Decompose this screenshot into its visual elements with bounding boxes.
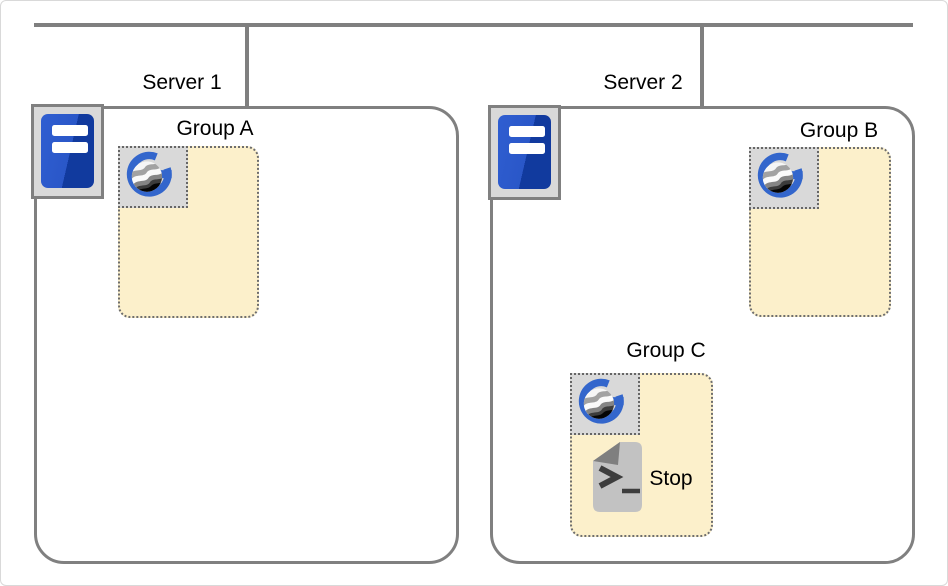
group-c-label: Group C — [626, 339, 706, 362]
group-b-label: Group B — [799, 119, 879, 142]
g-globe-app-icon — [749, 147, 819, 209]
server-icon — [488, 105, 561, 200]
server-chassis — [498, 115, 551, 189]
server-icon — [31, 104, 104, 199]
script-file-icon — [593, 442, 642, 512]
server-2-connector-line — [700, 25, 704, 107]
stop-script-label: Stop — [649, 467, 693, 490]
server-icon-slot — [509, 143, 545, 154]
g-globe-app-icon — [118, 146, 188, 208]
server-icon-slot — [52, 142, 88, 153]
server-icon-slot — [509, 126, 545, 137]
network-bus-line — [34, 23, 913, 27]
group-a-label: Group A — [176, 117, 254, 140]
g-globe-app-icon — [570, 373, 640, 435]
server-2-label: Server 2 — [603, 71, 683, 94]
server-1-connector-line — [245, 25, 249, 107]
server-chassis — [41, 114, 94, 188]
server-icon-slot — [52, 125, 88, 136]
server-1-label: Server 1 — [142, 71, 222, 94]
